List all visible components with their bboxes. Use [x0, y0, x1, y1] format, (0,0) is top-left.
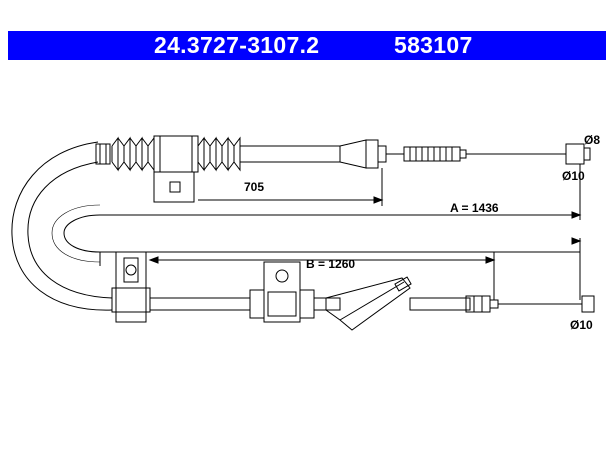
lower-left-bracket — [115, 251, 147, 323]
dimension-705-label: 705 — [244, 180, 264, 194]
header-bar: 24.3727-3107.2 583107 — [8, 31, 606, 60]
dimension-u-line — [63, 214, 580, 253]
dimension-a-label: A = 1436 — [450, 201, 499, 215]
lower-end-nipple — [581, 295, 595, 313]
sheath-outer-loop — [11, 141, 113, 311]
right-bellows — [197, 136, 241, 172]
part-number: 24.3727-3107.2 — [154, 32, 320, 58]
dimension-a — [571, 164, 582, 300]
lower-diameter-label: Ø10 — [570, 318, 593, 332]
upper-diameter-small-label: Ø8 — [584, 133, 600, 147]
dimension-b-label: B = 1260 — [306, 257, 355, 271]
lower-assembly — [111, 251, 595, 331]
left-bellows — [111, 136, 155, 172]
upper-thread — [403, 146, 467, 162]
dimension-b — [99, 252, 496, 300]
dimension-u-inner — [51, 204, 101, 263]
upper-end-nipple — [565, 143, 585, 165]
upper-diameter-large-label: Ø10 — [562, 169, 585, 183]
reference-number: 583107 — [394, 32, 473, 58]
center-housing — [153, 135, 199, 173]
upper-bracket — [153, 171, 195, 203]
sheath-inner-loop — [27, 161, 113, 299]
dimension-705 — [198, 168, 384, 206]
upper-assembly — [95, 135, 591, 203]
